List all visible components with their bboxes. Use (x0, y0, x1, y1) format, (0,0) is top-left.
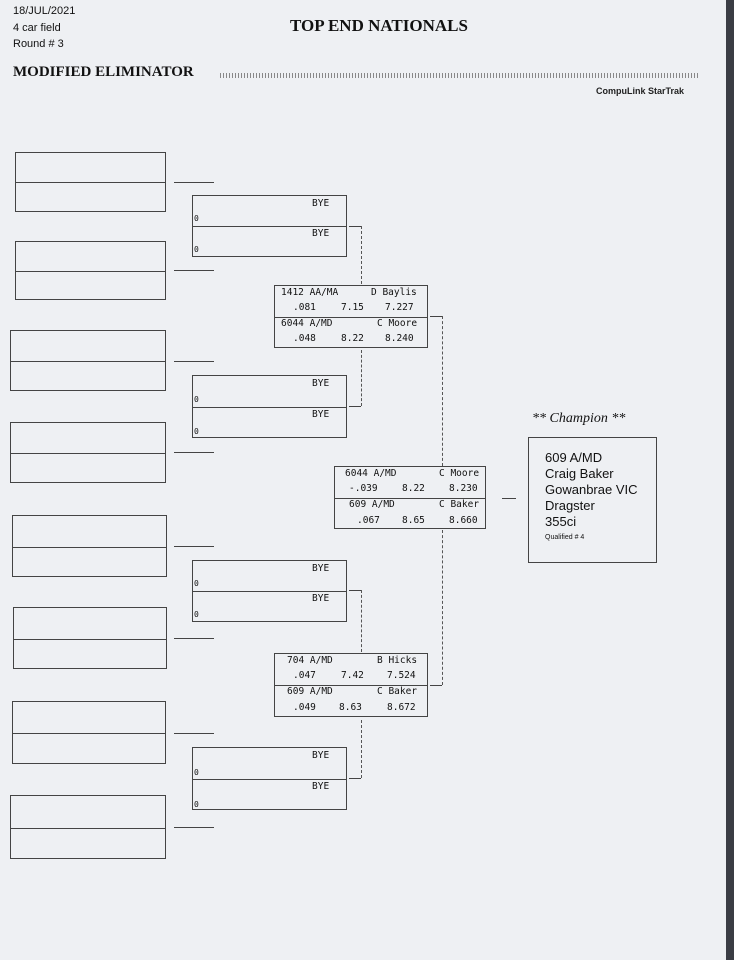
lane-zero: 0 (194, 579, 199, 588)
semi2-top-dial: 7.42 (341, 670, 364, 681)
round2-pair-1: BYE BYE 0 0 (192, 195, 347, 257)
round1-pair-6 (13, 607, 167, 669)
final-top-rt: -.039 (349, 483, 378, 494)
round1-pair-7 (12, 701, 166, 764)
lane-zero: 0 (194, 245, 199, 254)
header-rule (220, 73, 700, 78)
final-top-et: 8.230 (449, 483, 478, 494)
semi2-bottom-name: C Baker (377, 686, 418, 697)
round1-pair-3 (10, 330, 166, 391)
semi1-top-entry: 1412 AA/MA (281, 287, 339, 298)
final-bottom-entry: 609 A/MD (349, 499, 395, 510)
semi1-bottom-dial: 8.22 (341, 333, 364, 344)
bye-label: BYE (312, 409, 330, 420)
lane-zero: 0 (194, 214, 199, 223)
semi2-top-rt: .047 (293, 670, 316, 681)
semi1-top-rt: .081 (293, 302, 316, 313)
bye-label: BYE (312, 198, 330, 209)
round1-pair-2 (15, 241, 166, 300)
semi1-top-et: 7.227 (385, 302, 414, 313)
semi-final-2: 704 A/MD B Hicks .047 7.42 7.524 609 A/M… (274, 653, 428, 717)
semi2-bottom-entry: 609 A/MD (287, 686, 333, 697)
champion-engine: 355ci (545, 514, 577, 529)
champion-box: 609 A/MD Craig Baker Gowanbrae VIC Drags… (528, 437, 657, 563)
page-edge-shadow (726, 0, 734, 960)
semi2-bottom-et: 8.672 (387, 702, 416, 713)
semi1-top-name: D Baylis (371, 287, 417, 298)
final-bottom-dial: 8.65 (402, 515, 425, 526)
semi1-bottom-et: 8.240 (385, 333, 414, 344)
round2-pair-2: BYE BYE 0 0 (192, 375, 347, 438)
print-date: 18/JUL/2021 (13, 5, 76, 17)
round-number: Round # 3 (13, 38, 64, 50)
round1-pair-1 (15, 152, 166, 212)
bye-label: BYE (312, 563, 330, 574)
champion-heading: ** Champion ** (532, 411, 626, 426)
final-top-dial: 8.22 (402, 483, 425, 494)
final-bottom-rt: .067 (357, 515, 380, 526)
final-round: 6044 A/MD C Moore -.039 8.22 8.230 609 A… (334, 466, 486, 529)
champion-vehicle: Dragster (545, 498, 595, 513)
champion-driver: Craig Baker (545, 466, 614, 481)
round2-pair-3: BYE BYE 0 0 (192, 560, 347, 622)
semi2-top-entry: 704 A/MD (287, 655, 333, 666)
round1-pair-8 (10, 795, 166, 859)
lane-zero: 0 (194, 427, 199, 436)
lane-zero: 0 (194, 800, 199, 809)
round1-pair-4 (10, 422, 166, 483)
bye-label: BYE (312, 228, 330, 239)
bye-label: BYE (312, 750, 330, 761)
champion-entry: 609 A/MD (545, 450, 603, 465)
semi1-bottom-name: C Moore (377, 318, 418, 329)
semi2-bottom-rt: .049 (293, 702, 316, 713)
field-size: 4 car field (13, 22, 61, 34)
champion-qualified: Qualified # 4 (545, 534, 585, 541)
lane-zero: 0 (194, 395, 199, 404)
final-bottom-name: C Baker (439, 499, 480, 510)
final-bottom-et: 8.660 (449, 515, 478, 526)
bye-label: BYE (312, 378, 330, 389)
semi2-top-name: B Hicks (377, 655, 418, 666)
round1-pair-5 (12, 515, 167, 577)
semi2-top-et: 7.524 (387, 670, 416, 681)
meet-title: TOP END NATIONALS (290, 16, 468, 35)
semi-final-1: 1412 AA/MA D Baylis .081 7.15 7.227 6044… (274, 285, 428, 348)
semi1-bottom-entry: 6044 A/MD (281, 318, 333, 329)
eliminator-title: MODIFIED ELIMINATOR (13, 64, 194, 80)
semi2-bottom-dial: 8.63 (339, 702, 362, 713)
semi1-bottom-rt: .048 (293, 333, 316, 344)
final-top-name: C Moore (439, 468, 480, 479)
lane-zero: 0 (194, 768, 199, 777)
semi1-top-dial: 7.15 (341, 302, 364, 313)
champion-town: Gowanbrae VIC (545, 482, 638, 497)
lane-zero: 0 (194, 610, 199, 619)
timing-brand: CompuLink StarTrak (596, 86, 685, 96)
final-top-entry: 6044 A/MD (345, 468, 397, 479)
round2-pair-4: BYE BYE 0 0 (192, 747, 347, 810)
bye-label: BYE (312, 593, 330, 604)
bye-label: BYE (312, 781, 330, 792)
